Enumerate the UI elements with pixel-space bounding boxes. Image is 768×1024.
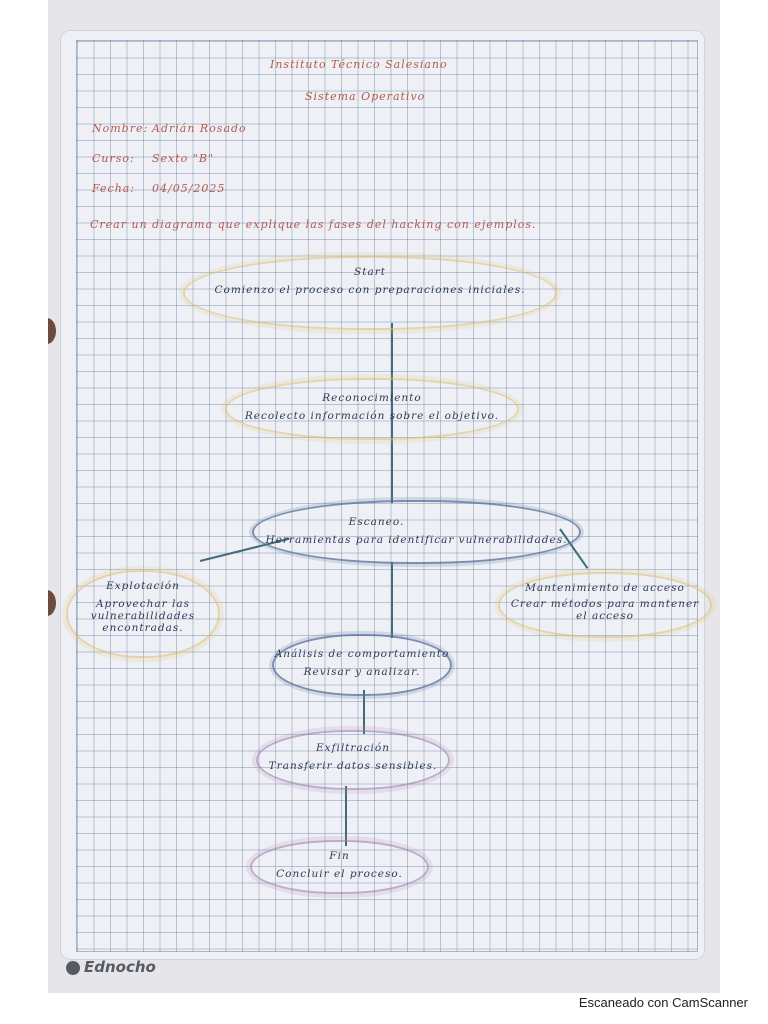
instruction-text: Crear un diagrama que explique las fases… xyxy=(90,218,537,231)
connector-scan-to-behavior xyxy=(391,562,393,638)
scanned-page: Instituto Técnico Salesiano Sistema Oper… xyxy=(48,0,720,993)
title-line-1: Instituto Técnico Salesiano xyxy=(270,58,448,71)
node-exploit-desc: Aprovechar las vulnerabilidades encontra… xyxy=(90,598,196,634)
brand-text: Ednocho xyxy=(84,958,156,976)
node-exfil-desc: Transferir datos sensibles. xyxy=(268,760,438,772)
node-start-title: Start xyxy=(354,266,386,278)
grid-paper xyxy=(76,40,698,952)
node-exploit-title: Explotación xyxy=(106,580,180,592)
node-recon: Reconocimiento Recolecto información sob… xyxy=(225,378,519,440)
brand-icon xyxy=(66,960,80,975)
binder-hole-bottom xyxy=(48,590,56,616)
connector-exfil-to-end xyxy=(345,786,347,846)
node-maintain-title: Mantenimiento de acceso xyxy=(525,582,685,594)
node-behavior: Análisis de comportamiento Revisar y ana… xyxy=(272,634,452,696)
node-exfil-title: Exfiltración xyxy=(315,742,390,754)
node-maintain-desc: Crear métodos para mantener el acceso xyxy=(510,598,700,622)
course-value: Sexto "B" xyxy=(152,152,214,165)
node-exploit: Explotación Aprovechar las vulnerabilida… xyxy=(66,570,220,658)
node-recon-desc: Recolecto información sobre el objetivo. xyxy=(244,410,500,422)
node-start: Start Comienzo el proceso con preparacio… xyxy=(183,256,557,330)
node-scan: Escaneo. Herramientas para identificar v… xyxy=(252,500,581,564)
node-end-title: Fin xyxy=(329,850,350,862)
connector-behavior-to-exfil xyxy=(363,690,365,734)
date-label: Fecha: xyxy=(92,182,136,195)
binder-hole-top xyxy=(48,318,56,344)
node-start-desc: Comienzo el proceso con preparaciones in… xyxy=(214,284,526,296)
node-behavior-title: Análisis de comportamiento xyxy=(274,648,450,660)
camscanner-footer: Escaneado con CamScanner xyxy=(578,995,748,1010)
node-scan-title: Escaneo. xyxy=(348,516,405,528)
name-value: Adrián Rosado xyxy=(152,122,247,135)
node-scan-desc: Herramientas para identificar vulnerabil… xyxy=(265,534,568,546)
node-recon-title: Reconocimiento xyxy=(322,392,422,404)
grid-sheet: Instituto Técnico Salesiano Sistema Oper… xyxy=(60,30,712,960)
node-end-desc: Concluir el proceso. xyxy=(276,868,403,880)
node-end: Fin Concluir el proceso. xyxy=(250,840,429,894)
node-behavior-desc: Revisar y analizar. xyxy=(303,666,421,678)
node-exfil: Exfiltración Transferir datos sensibles. xyxy=(256,730,450,790)
name-label: Nombre: xyxy=(92,122,149,135)
notebook-brand-logo: Ednocho xyxy=(66,958,156,976)
title-line-2: Sistema Operativo xyxy=(305,90,426,103)
course-label: Curso: xyxy=(92,152,135,165)
node-maintain: Mantenimiento de acceso Crear métodos pa… xyxy=(498,572,712,638)
date-value: 04/05/2025 xyxy=(152,182,226,195)
